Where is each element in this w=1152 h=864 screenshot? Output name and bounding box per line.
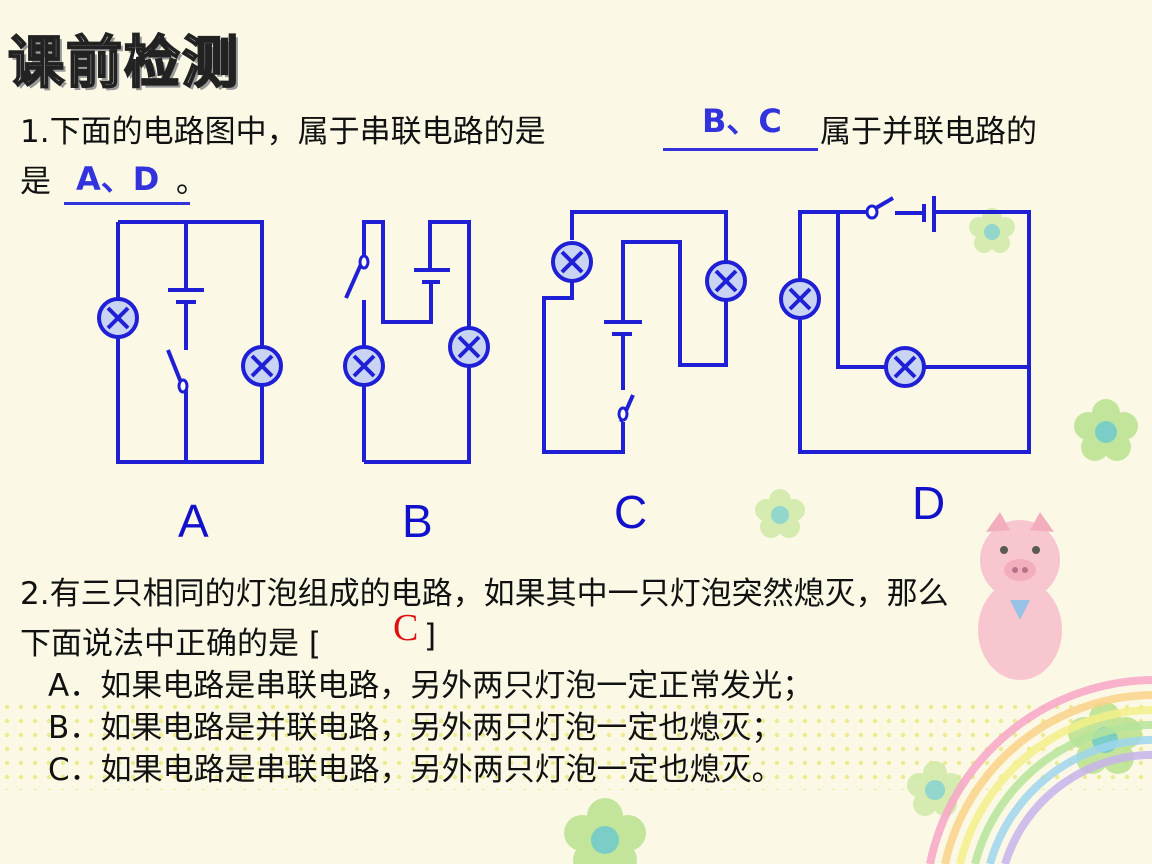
- circuit-a: [116, 220, 264, 464]
- q1-line1-suffix: 属于并联电路的: [820, 114, 1037, 150]
- q1-line2-suffix: 。: [176, 164, 207, 200]
- lamp-icon: [97, 297, 139, 339]
- pig-icon: [978, 512, 1062, 680]
- q2-line2-suffix: ]: [424, 618, 437, 654]
- q2-option-a: A．如果电路是串联电路，另外两只灯泡一定正常发光；: [48, 668, 814, 704]
- switch-contact-icon: [617, 406, 629, 422]
- q2-option-c: C．如果电路是串联电路，另外两只灯泡一定也熄灭。: [48, 752, 783, 788]
- lamp-icon: [551, 241, 593, 283]
- diagram-label-a: A: [178, 495, 209, 547]
- circuit-d: [798, 196, 1031, 454]
- rainbow-icon: [926, 676, 1152, 864]
- diagram-label-d: D: [912, 477, 946, 529]
- lamp-icon: [448, 326, 490, 368]
- lamp-icon: [779, 278, 821, 320]
- circuit-b: [344, 220, 471, 464]
- lamp-icon: [705, 260, 747, 302]
- switch-contact-icon: [358, 254, 370, 270]
- q1-answer-series-underline: [663, 148, 818, 151]
- switch-contact-icon: [865, 204, 879, 220]
- q2-option-b: B．如果电路是并联电路，另外两只灯泡一定也熄灭；: [48, 710, 783, 746]
- q1-answer-parallel-underline: [64, 202, 190, 205]
- lamp-icon: [343, 345, 385, 387]
- lamp-icon: [241, 345, 283, 387]
- q1-answer-series: B、C: [702, 102, 782, 140]
- q2-answer: C: [393, 607, 419, 649]
- q1-answer-parallel: A、D: [76, 160, 160, 198]
- q1-line2-prefix: 是: [20, 164, 51, 200]
- q1-line1-prefix: 1.下面的电路图中，属于串联电路的是: [20, 114, 546, 150]
- q2-line1: 2.有三只相同的灯泡组成的电路，如果其中一只灯泡突然熄灭，那么: [20, 576, 949, 612]
- page-title: 课前检测: [7, 30, 240, 97]
- lamp-icon: [884, 346, 926, 388]
- diagram-label-b: B: [402, 495, 433, 547]
- q2-line2-prefix: 下面说法中正确的是 [: [20, 626, 321, 662]
- diagram-label-c: C: [614, 486, 648, 538]
- switch-contact-icon: [177, 378, 189, 394]
